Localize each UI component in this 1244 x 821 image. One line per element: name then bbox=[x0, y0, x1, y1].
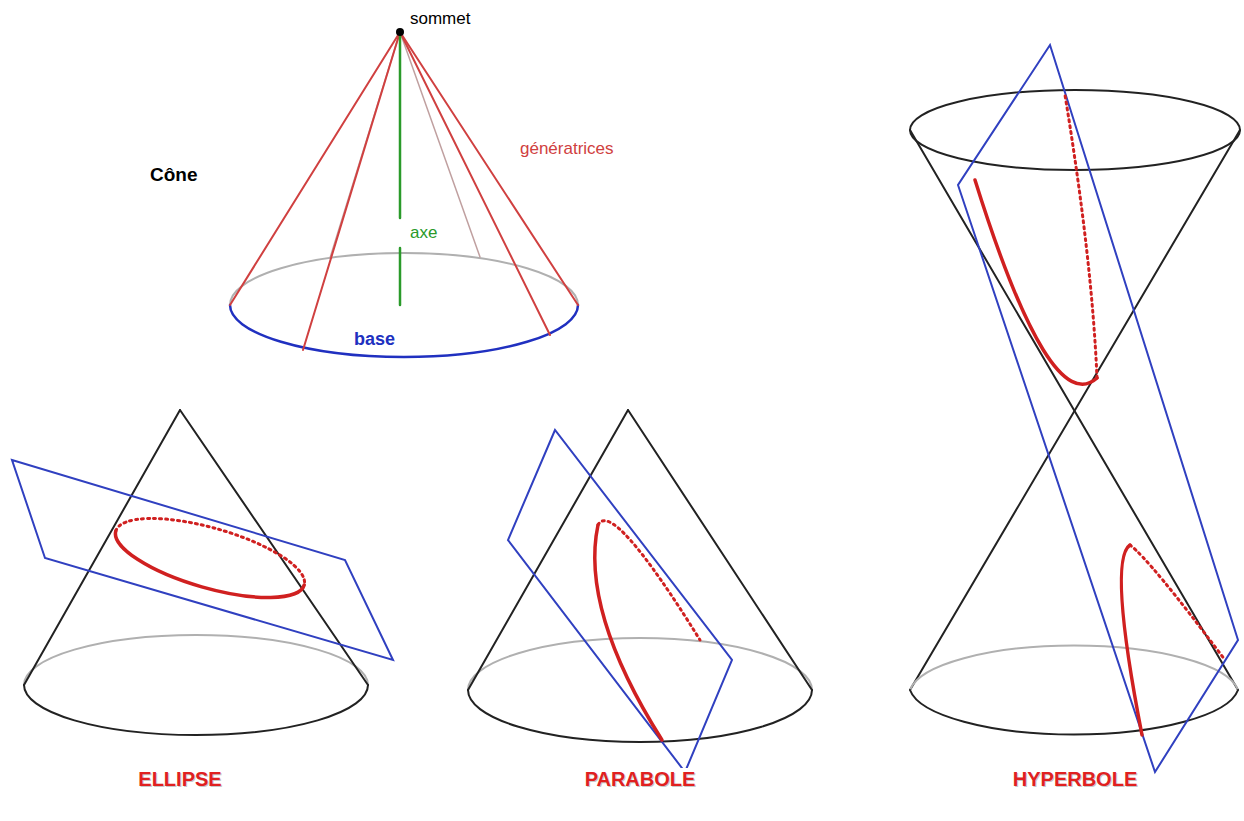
parabola-cone bbox=[468, 410, 812, 772]
conic-name: PARABOLE bbox=[583, 768, 698, 790]
axis-label: axe bbox=[408, 224, 439, 243]
conic-name: HYPERBOLE bbox=[1011, 768, 1139, 790]
cone-title: Cône bbox=[148, 165, 200, 186]
conic-name: ELLIPSE bbox=[136, 768, 223, 790]
ellipse-cone bbox=[12, 410, 393, 735]
hyperbola-cone bbox=[910, 45, 1240, 772]
cone-figure bbox=[230, 28, 578, 357]
apex-label: sommet bbox=[408, 10, 472, 29]
base-label: base bbox=[352, 330, 397, 350]
generatrix-label: génératrices bbox=[518, 140, 616, 159]
